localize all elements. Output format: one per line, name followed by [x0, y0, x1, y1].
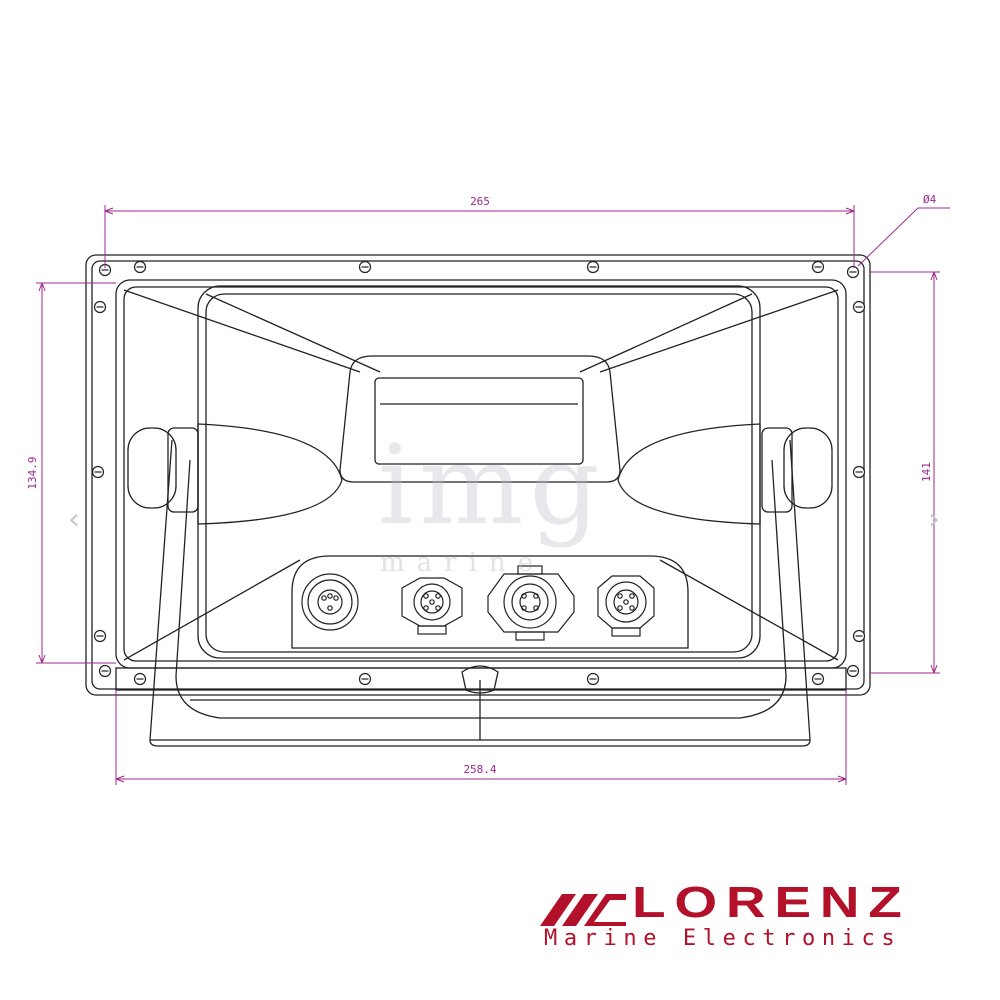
outer-flange [85, 254, 871, 696]
dim-top-arrow-left [104, 207, 114, 215]
label-recess [339, 355, 621, 483]
rib-line [599, 289, 839, 373]
connector-4 [597, 575, 655, 637]
rear-panel-inner [205, 293, 753, 653]
dim-left-height: 134.9 [26, 456, 39, 489]
mounting-bracket-inner [175, 459, 787, 719]
bottom-ledge [115, 667, 847, 691]
rib-line [659, 559, 839, 661]
knob-left [127, 427, 177, 509]
housing-body [115, 279, 847, 669]
dim-top-arrow-right [845, 207, 855, 215]
rib-line [123, 289, 361, 373]
dim-bottom-arrows [115, 775, 847, 783]
bracket-wing-right [617, 423, 761, 525]
dim-left-arrows [38, 282, 46, 664]
dim-overall-width: 265 [470, 195, 490, 208]
label-window [374, 377, 584, 465]
connector-1 [301, 573, 359, 631]
rib-line [205, 293, 381, 373]
lorenz-mark-icon [540, 894, 626, 926]
prev-arrow-icon[interactable]: ‹ [68, 502, 80, 537]
dim-right-height: 141 [920, 462, 933, 482]
dim-hole-diameter: Ø4 [923, 193, 937, 206]
next-arrow-icon[interactable]: › [928, 502, 940, 537]
brand-tagline: Marine Electronics [544, 926, 902, 951]
connector-2 [401, 577, 463, 635]
rib-line [123, 559, 301, 661]
connector-3 [487, 565, 575, 641]
flange-inner-edge [91, 260, 865, 690]
brand-logo: LORENZ Marine Electronics [536, 878, 956, 964]
bracket-wing-left [197, 423, 343, 525]
dim-hole-leader [857, 207, 919, 267]
dim-right-arrows [930, 271, 938, 674]
rear-panel [197, 285, 761, 659]
rib-line [579, 293, 753, 373]
brand-name: LORENZ [632, 878, 911, 927]
knob-right [783, 427, 833, 509]
housing-inner [123, 286, 839, 662]
connector-recess [291, 555, 689, 649]
mounting-bracket [149, 439, 811, 747]
knob-right-collar [761, 427, 793, 513]
dim-bottom-width: 258.4 [463, 763, 496, 776]
knob-left-collar [167, 427, 199, 513]
